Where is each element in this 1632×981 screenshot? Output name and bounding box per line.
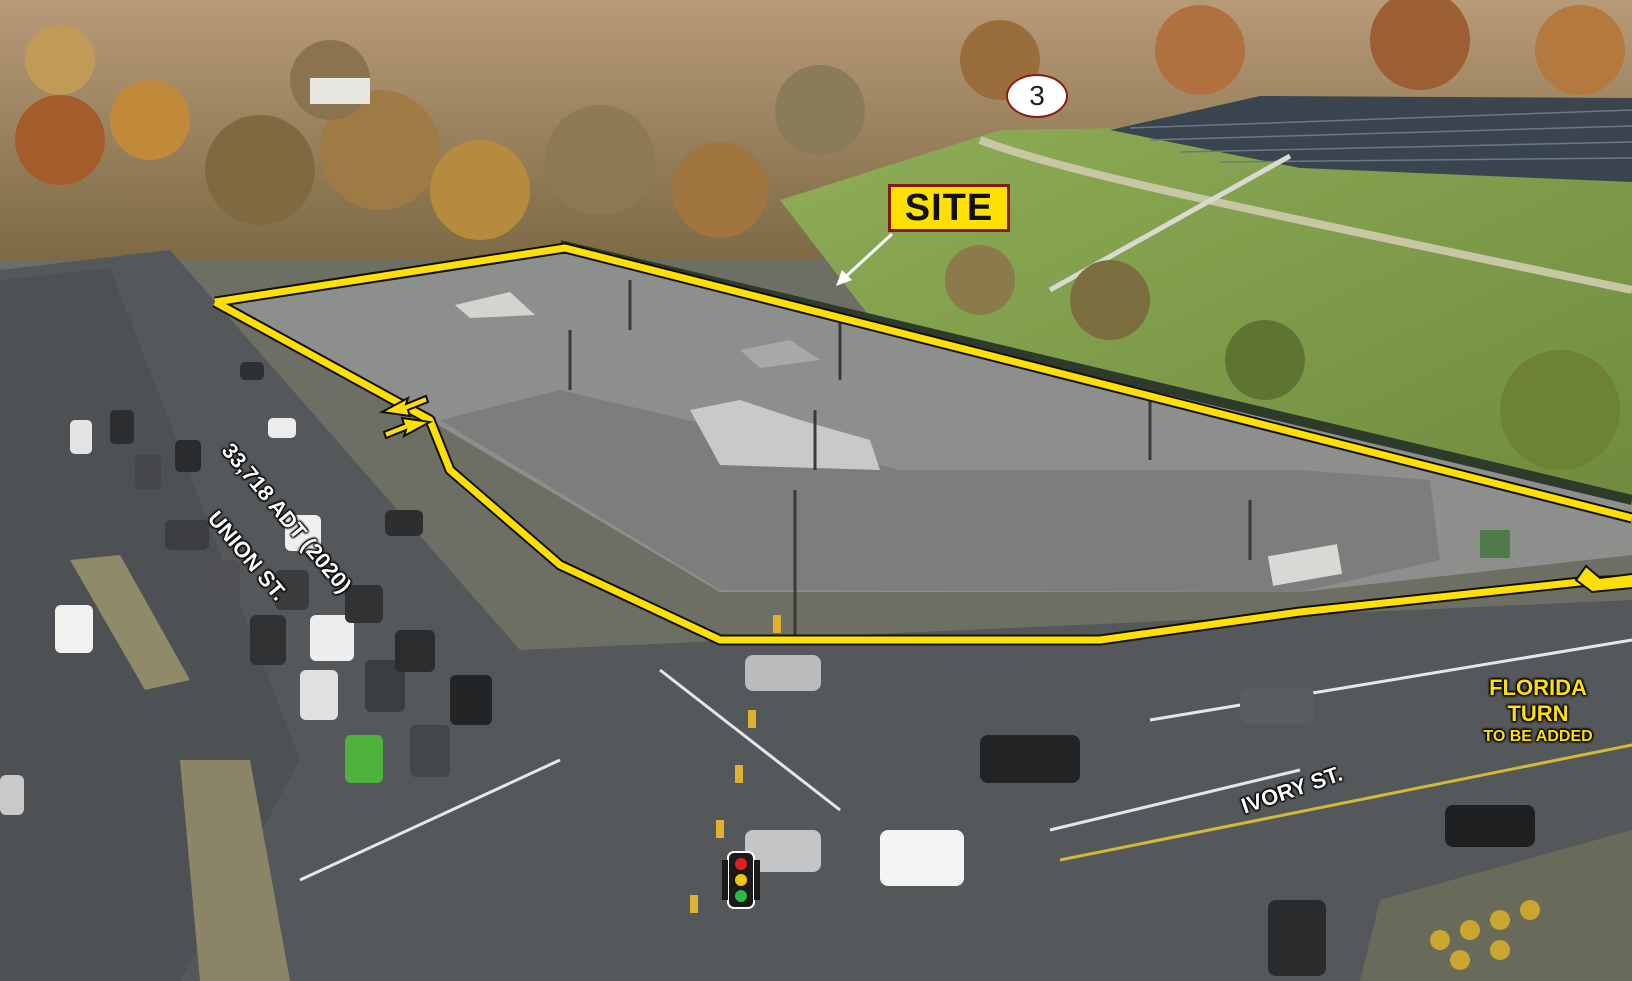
distant-building [310,78,370,104]
solar-panel-field [1110,96,1632,182]
traffic-light-icon [722,851,760,909]
signal-heads [690,615,781,913]
cars [0,362,1535,976]
site-badge: SITE [888,184,1010,232]
florida-turn-line1: FLORIDA [1489,675,1587,700]
utility-box [1480,530,1510,558]
corner-landscape [1360,830,1632,981]
light-poles [568,280,1252,640]
median-island [70,555,190,690]
pointer-arrow-icon [836,232,894,286]
paved-drive [440,390,1440,592]
ivory-centerline [1059,743,1632,862]
site-boundary [213,244,1632,644]
covered-pile [455,292,535,318]
green-trees [945,245,1620,470]
site-label: SITE [904,186,994,229]
map-marker: 3 [1006,74,1068,118]
median-strip [180,760,290,981]
road-surface [0,250,1632,981]
hill-path [978,136,1632,294]
concrete-pad [1267,544,1343,586]
flower-bed [1430,900,1540,970]
florida-turn-line3: TO BE ADDED [1483,728,1593,745]
solar-panel-rows [1129,109,1632,163]
map-marker-number: 3 [1029,80,1045,111]
entrance-arrow-icon [378,394,1632,594]
lane-markings [299,638,1632,882]
gravel-pile [740,340,820,368]
florida-turn-line2: TURN [1507,701,1569,726]
florida-turn-note: FLORIDA TURN TO BE ADDED [1448,675,1628,747]
material-pile [690,400,880,470]
autumn-trees [15,0,1625,240]
